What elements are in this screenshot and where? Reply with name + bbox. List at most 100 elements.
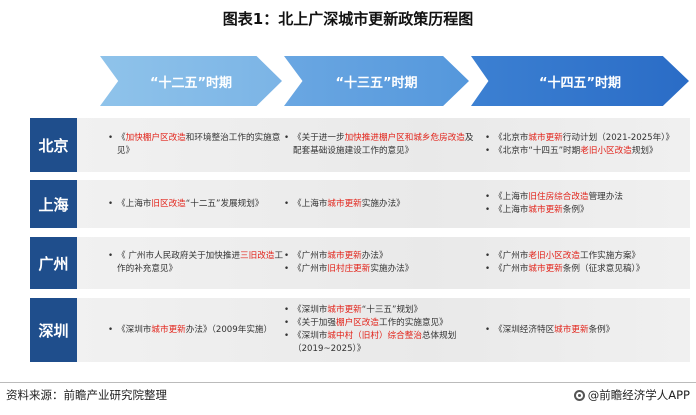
policy-text: 《关于加强棚户区改造工作的实施意见》 (293, 317, 476, 330)
policy-item: •《关于加强棚户区改造工作的实施意见》 (284, 317, 476, 330)
bullet-icon: • (108, 251, 114, 261)
city-label: 北京 (30, 118, 77, 172)
policy-highlight: 城市更新 (528, 133, 563, 143)
policy-text-segment: 《北京市 (494, 133, 529, 143)
cell: •《深圳经济特区城市更新条例》 (485, 298, 690, 362)
policy-text-segment: 《北京市“十四五”时期 (494, 146, 581, 156)
policy-text-segment: “十三五”规划》 (361, 305, 423, 315)
policy-item: •《上海市城市更新实施办法》 (284, 198, 476, 211)
phase-label: “十二五”时期 (149, 75, 233, 91)
policy-highlight: 城市更新 (528, 205, 563, 215)
policy-text: 《深圳市城市更新办法》（2009年实施） (117, 324, 286, 337)
phase-label: “十四五”时期 (538, 75, 622, 91)
policy-text-segment: 《深圳市 (293, 305, 328, 315)
policy-highlight: 加快棚户区改造 (125, 133, 186, 143)
policy-item: •《 广州市人民政府关于加快推进三旧改造工作的补充意见》 (108, 250, 286, 276)
policy-highlight: 旧村庄更新 (327, 264, 371, 274)
policy-item: •《深圳经济特区城市更新条例》 (485, 324, 690, 337)
cell: •《上海市旧住房综合改造管理办法•《上海市城市更新条例》 (485, 180, 690, 228)
phase-arrow-12th: “十二五”时期 (100, 56, 282, 106)
policy-highlight: 城中村（旧村）综合整治 (327, 331, 422, 341)
policy-text-segment: 管理办法 (588, 192, 623, 202)
policy-item: •《关于进一步加快推进棚户区和城乡危房改造及配套基础设施建设工作的意见》 (284, 132, 476, 158)
bullet-icon: • (284, 198, 290, 209)
policy-item: •《深圳市城中村（旧村）综合整治总体规划（2019~2025）》 (284, 330, 476, 356)
policy-highlight: 三旧改造 (240, 251, 275, 261)
bullet-icon: • (485, 251, 491, 261)
policy-item: •《北京市城市更新行动计划（2021-2025年）》 (485, 132, 690, 145)
source-note: 资料来源：前瞻产业研究院整理 (6, 388, 167, 402)
bullet-icon: • (284, 133, 290, 143)
policy-text-segment: 《广州市 (494, 264, 529, 274)
cell: •《加快棚户区改造和环境整治工作的实施意见》 (108, 118, 286, 172)
bullet-icon: • (284, 331, 290, 341)
bullet-icon: • (108, 324, 114, 335)
phase-arrow-14th: “十四五”时期 (471, 56, 689, 106)
cell: •《深圳市城市更新“十三五”规划》•《关于加强棚户区改造工作的实施意见》•《深圳… (284, 298, 476, 362)
policy-text-segment: 《上海市 (117, 198, 152, 209)
phase-arrow-13th: “十三五”时期 (284, 56, 469, 106)
policy-text: 《加快棚户区改造和环境整治工作的实施意见》 (117, 132, 286, 158)
row-shanghai: 上海 •《上海市旧区改造“十二五”发展规划》 •《上海市城市更新实施办法》 •《… (30, 180, 690, 228)
policy-text-segment: 《关于进一步 (293, 133, 345, 143)
policy-text: 《上海市城市更新实施办法》 (293, 198, 476, 211)
policy-text-segment: 实施办法》 (370, 264, 414, 274)
policy-text-segment: 《上海市 (494, 205, 529, 215)
bullet-icon: • (284, 305, 290, 315)
policy-highlight: 城市更新 (327, 305, 362, 315)
policy-text: 《上海市城市更新条例》 (494, 204, 690, 217)
policy-text-segment: 条例（征求意见稿）》 (562, 264, 645, 274)
row-band (30, 298, 690, 362)
cell: •《关于进一步加快推进棚户区和城乡危房改造及配套基础设施建设工作的意见》 (284, 118, 476, 172)
policy-text-segment: 行动计划（2021-2025年）》 (562, 133, 675, 143)
policy-highlight: 旧住房综合改造 (528, 192, 589, 202)
row-beijing: 北京 •《加快棚户区改造和环境整治工作的实施意见》 •《关于进一步加快推进棚户区… (30, 118, 690, 172)
bullet-icon: • (485, 205, 491, 215)
policy-text-segment: 《广州市 (293, 251, 328, 261)
policy-text-segment: 规划》 (631, 146, 658, 156)
policy-item: •《广州市旧村庄更新实施办法》 (284, 263, 476, 276)
policy-text-segment: 条例》 (562, 205, 589, 215)
policy-item: •《广州市城市更新条例（征求意见稿）》 (485, 263, 690, 276)
cell: •《 广州市人民政府关于加快推进三旧改造工作的补充意见》 (108, 237, 286, 289)
policy-item: •《加快棚户区改造和环境整治工作的实施意见》 (108, 132, 286, 158)
policy-text: 《广州市老旧小区改造工作实施方案》 (494, 250, 690, 263)
policy-text: 《深圳市城市更新“十三五”规划》 (293, 304, 476, 317)
policy-text: 《北京市城市更新行动计划（2021-2025年）》 (494, 132, 690, 145)
policy-text-segment: 办法》（2009年实施） (185, 324, 273, 335)
policy-text-segment: 办法》 (361, 251, 388, 261)
city-label: 深圳 (30, 298, 77, 362)
policy-text-segment: 《深圳市 (117, 324, 152, 335)
brand-logo-icon (573, 389, 585, 401)
row-band (30, 237, 690, 289)
policy-text-segment: 《上海市 (293, 198, 328, 209)
bullet-icon: • (284, 264, 290, 274)
policy-text: 《关于进一步加快推进棚户区和城乡危房改造及配套基础设施建设工作的意见》 (293, 132, 476, 158)
policy-text: 《深圳市城中村（旧村）综合整治总体规划（2019~2025）》 (293, 330, 476, 356)
bullet-icon: • (485, 146, 491, 156)
row-guangzhou: 广州 •《 广州市人民政府关于加快推进三旧改造工作的补充意见》 •《广州市城市更… (30, 237, 690, 289)
policy-text-segment: 《上海市 (494, 192, 529, 202)
policy-text-segment: 《广州市 (293, 264, 328, 274)
policy-text-segment: 《广州市 (494, 251, 529, 261)
cell: •《广州市老旧小区改造工作实施方案》•《广州市城市更新条例（征求意见稿）》 (485, 237, 690, 289)
cell: •《广州市城市更新办法》•《广州市旧村庄更新实施办法》 (284, 237, 476, 289)
policy-text-segment: 工作的实施意见》 (378, 318, 448, 328)
page-title: 图表1：北上广深城市更新政策历程图 (222, 10, 474, 28)
policy-text-segment: 工作的补充意见》 (117, 251, 284, 274)
phase-label: “十三五”时期 (335, 75, 418, 91)
policy-item: •《深圳市城市更新“十三五”规划》 (284, 304, 476, 317)
cell: •《上海市城市更新实施办法》 (284, 180, 476, 228)
row-band (30, 180, 690, 228)
policy-highlight: 旧区改造 (151, 198, 186, 209)
policy-text: 《 广州市人民政府关于加快推进三旧改造工作的补充意见》 (117, 250, 286, 276)
policy-item: •《上海市旧区改造“十二五”发展规划》 (108, 198, 286, 211)
policy-item: •《北京市“十四五”时期老旧小区改造规划》 (485, 145, 690, 158)
policy-highlight: 城市更新 (528, 264, 563, 274)
policy-text-segment: 《 广州市人民政府关于加快推进 (117, 251, 241, 261)
policy-text-segment: “十二五”发展规划》 (185, 198, 264, 209)
policy-text-segment: 《深圳经济特区 (494, 324, 555, 335)
policy-highlight: 城市更新 (327, 251, 362, 261)
policy-item: •《广州市城市更新办法》 (284, 250, 476, 263)
policy-text-segment: 及配套基础设施建设工作的意见》 (293, 133, 474, 156)
